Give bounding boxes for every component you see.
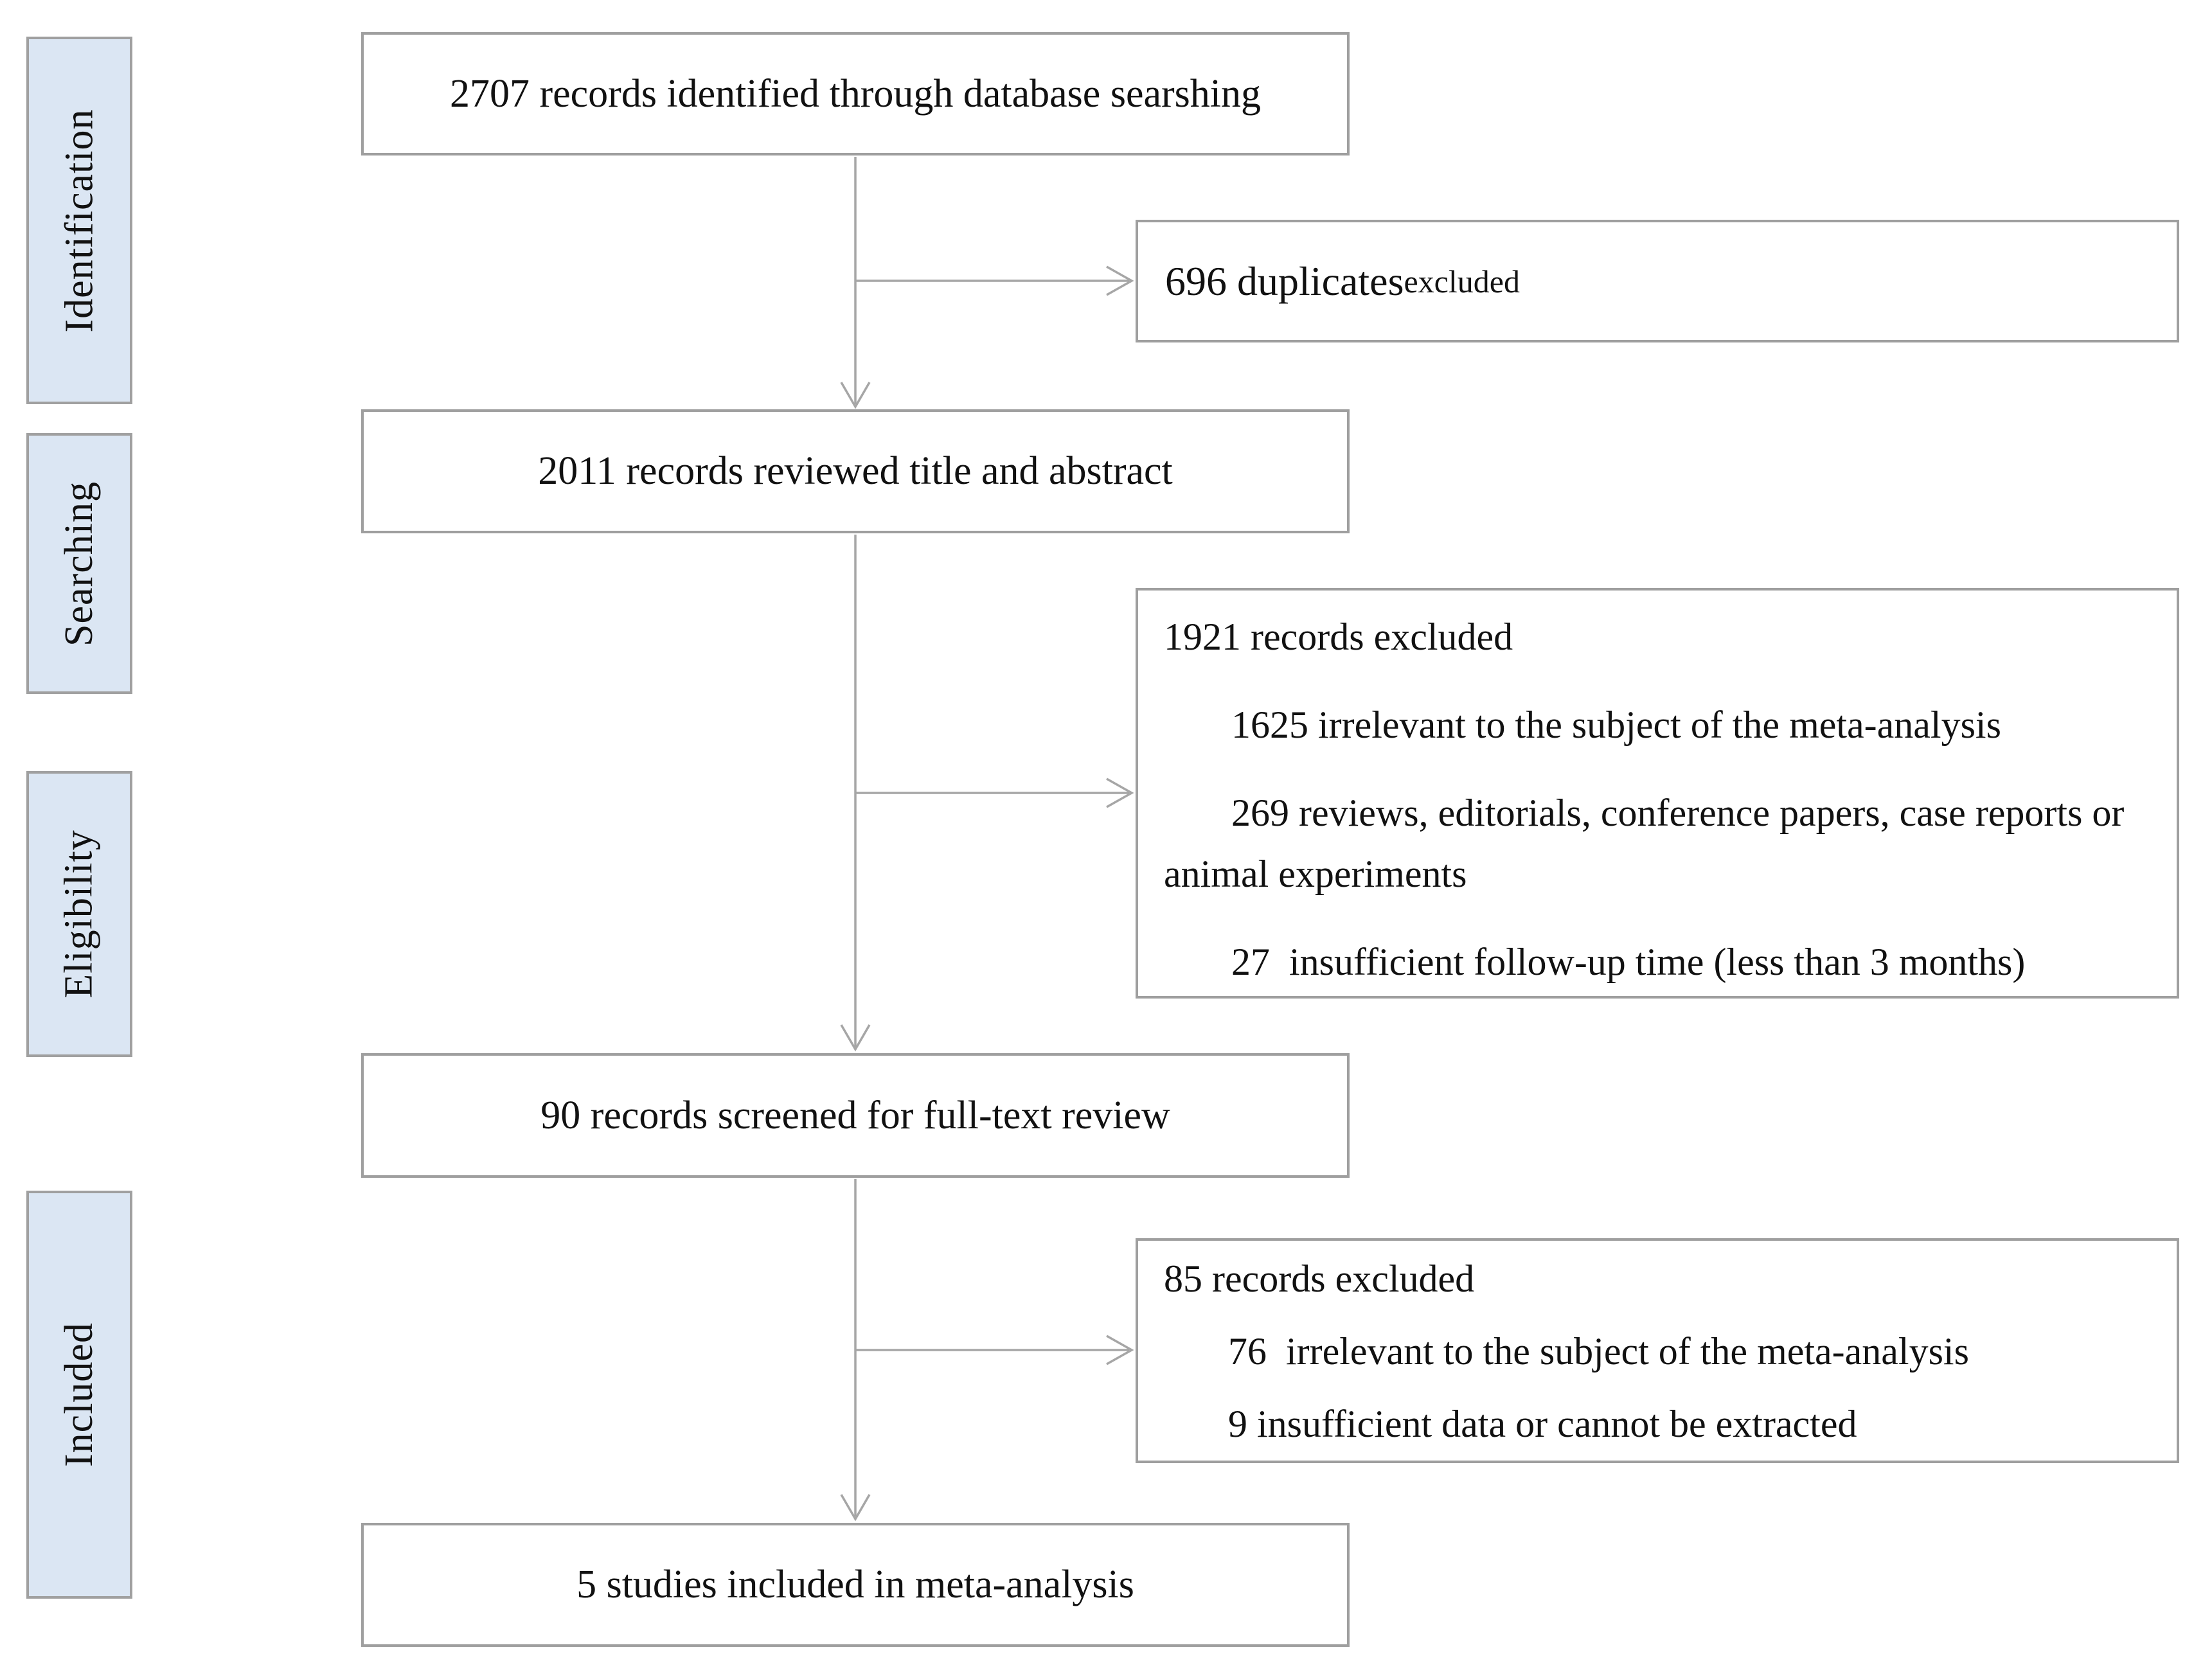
stage-identification: Identification [26,37,132,404]
arrow-head-down-3 [840,1494,871,1522]
box-records-identified: 2707 records identified through database… [361,32,1350,155]
exclusion-reason-insufficient-data: 9 insufficient data or cannot be extract… [1228,1403,1857,1445]
exclusion-reason-irrelevant: 1625 irrelevant to the subject of the me… [1231,704,2001,746]
stage-searching-label: Searching [57,481,102,646]
exclusion-reason-irrelevant-fulltext: 76 irrelevant to the subject of the meta… [1228,1330,1969,1373]
arrow-head-right-3 [1106,1335,1134,1365]
arrow-head-right-2 [1106,777,1134,808]
arrow-head-right-1 [1106,265,1134,296]
box-records-excluded-fulltext: 85 records excluded 76 irrelevant to the… [1136,1238,2179,1463]
duplicates-excluded-suffix: excluded [1404,263,1520,299]
records-excluded-screening-title: 1921 records excluded [1164,616,1513,658]
box-studies-included: 5 studies included in meta-analysis [361,1523,1350,1647]
stage-eligibility: Eligibility [26,771,132,1057]
box-studies-included-text: 5 studies included in meta-analysis [576,1563,1134,1606]
records-excluded-fulltext-title: 85 records excluded [1164,1257,1475,1300]
box-records-screened-text: 90 records screened for full-text review [540,1093,1170,1137]
stage-included-label: Included [57,1322,102,1467]
arrow-head-down-2 [840,1024,871,1052]
box-records-identified-text: 2707 records identified through database… [449,71,1261,116]
stage-eligibility-label: Eligibility [57,830,102,999]
exclusion-reason-followup: 27 insufficient follow-up time (less tha… [1231,941,2026,983]
stage-identification-label: Identification [57,109,102,332]
arrow-head-down-1 [840,382,871,409]
duplicates-excluded-count: 696 duplicates [1165,258,1404,304]
exclusion-reason-article-types: 269 reviews, editorials, conference pape… [1164,792,2134,895]
stage-searching: Searching [26,433,132,694]
box-records-excluded-screening: 1921 records excluded 1625 irrelevant to… [1136,588,2179,999]
box-records-screened: 90 records screened for full-text review [361,1053,1350,1178]
box-records-reviewed-text: 2011 records reviewed title and abstract [538,449,1173,493]
stage-included: Included [26,1191,132,1599]
box-records-reviewed: 2011 records reviewed title and abstract [361,409,1350,533]
box-duplicates-excluded: 696 duplicates excluded [1136,220,2179,342]
